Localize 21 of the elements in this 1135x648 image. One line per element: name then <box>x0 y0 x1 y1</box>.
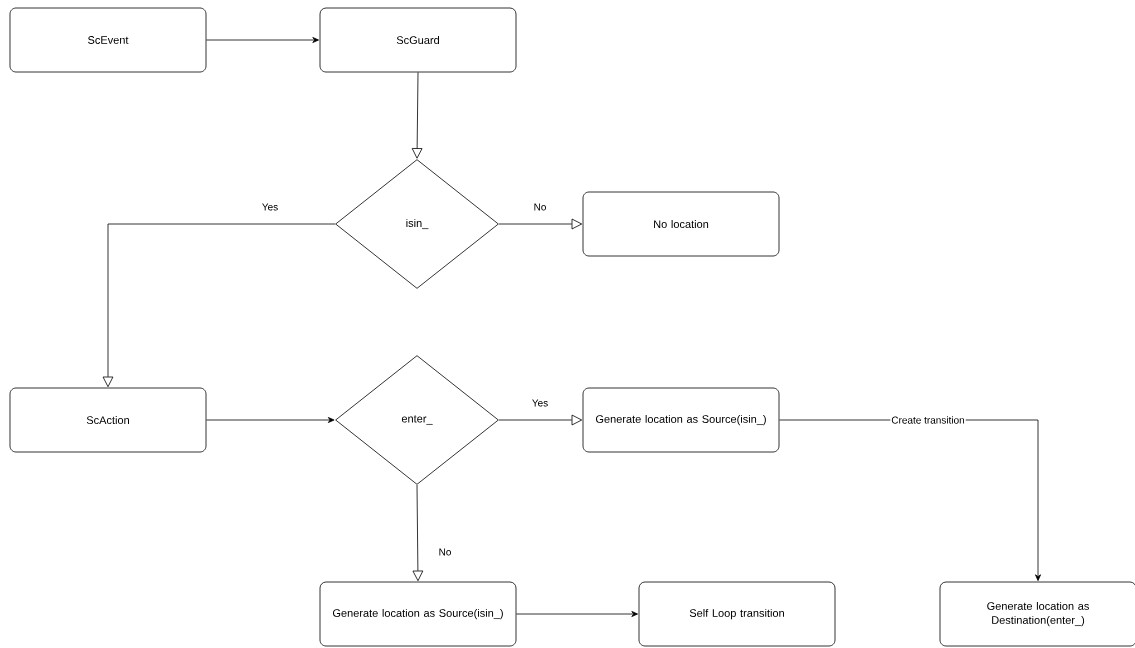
edge-label: No <box>534 203 546 211</box>
arrow <box>102 223 336 388</box>
edge-label: No <box>439 548 451 556</box>
process-box: Self Loop transition <box>638 581 836 647</box>
edge-label: Yes <box>532 399 548 407</box>
edge-label: Create transition <box>890 415 966 425</box>
arrow <box>411 72 423 159</box>
edge-label: Yes <box>262 203 278 211</box>
process-box: Generate location as Source(isin_) <box>582 387 780 453</box>
arrow <box>412 484 424 582</box>
process-box: No location <box>582 191 780 257</box>
arrow <box>516 611 638 617</box>
process-box: ScAction <box>9 387 207 453</box>
process-box: Generate location as Source(isin_) <box>319 581 517 647</box>
arrow <box>498 414 583 426</box>
process-box: Generate location as Destination(enter_) <box>939 581 1135 647</box>
process-box: ScGuard <box>319 7 517 73</box>
process-box: ScEvent <box>9 7 207 73</box>
arrow <box>206 37 319 43</box>
arrow <box>498 218 583 230</box>
arrow <box>206 417 335 423</box>
